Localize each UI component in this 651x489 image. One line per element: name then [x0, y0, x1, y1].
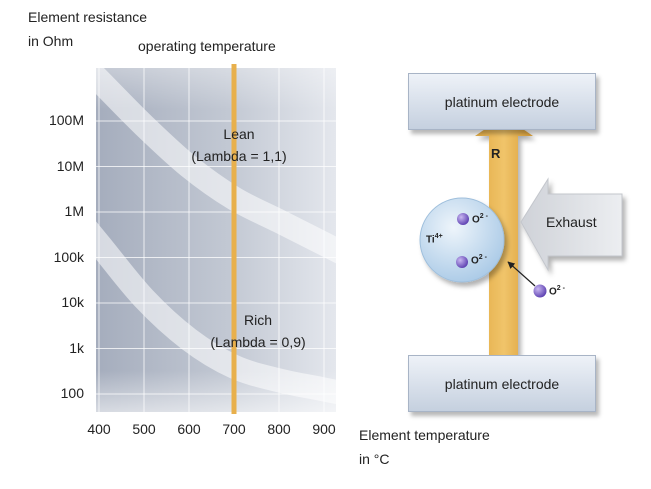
x-tick-label: 700: [222, 421, 246, 437]
x-tick-label: 800: [267, 421, 291, 437]
x-axis-title-line2: in °C: [359, 451, 390, 467]
o-charge-1: 2 -: [479, 213, 488, 220]
o-symbol-2: O: [471, 255, 479, 267]
y-tick-label: 100: [60, 385, 84, 401]
y-tick-label: 100M: [48, 112, 84, 128]
o-symbol-1: O: [472, 214, 480, 226]
x-tick-label: 500: [132, 421, 156, 437]
x-tick-label: 900: [312, 421, 336, 437]
operating-temperature-label: operating temperature: [138, 38, 276, 54]
o-charge-2: 2 -: [478, 254, 487, 261]
y-tick-label: 1k: [69, 339, 84, 356]
oxygen-ion-label-outer: O2 -: [549, 285, 565, 297]
y-tick-label: 1M: [64, 203, 84, 219]
ti-symbol: Ti: [426, 234, 435, 246]
rich-label-line2: (Lambda = 0,9): [210, 334, 306, 350]
y-tick-label: 10M: [56, 157, 84, 174]
lean-label-line1: Lean: [223, 126, 255, 142]
o-symbol-outer: O: [549, 286, 557, 298]
resistance-r-label: R: [491, 146, 501, 161]
lean-label: Lean (Lambda = 1,1): [174, 123, 304, 167]
titanium-ion-label: Ti4+: [426, 233, 443, 245]
y-axis-title-line2: in Ohm: [28, 33, 74, 49]
y-tick-label: 100k: [53, 248, 84, 265]
bottom-platinum-electrode: platinum electrode: [408, 355, 596, 412]
exhaust-label: Exhaust: [546, 214, 597, 230]
tio2-grain: [419, 197, 505, 283]
rich-label-line1: Rich: [243, 312, 272, 328]
exhaust-arrow: [520, 177, 623, 272]
rich-label: Rich (Lambda = 0,9): [193, 309, 323, 353]
y-axis-title-line1: Element resistance: [28, 9, 148, 25]
diffusion-arrow: [507, 261, 536, 287]
y-tick-label: 10k: [61, 294, 84, 310]
x-tick-label: 400: [87, 421, 111, 437]
lean-label-line2: (Lambda = 1,1): [191, 148, 287, 164]
oxygen-ion-outer: [533, 284, 547, 298]
oxygen-ion-label-1: O2 -: [472, 213, 488, 225]
oxygen-ion-inner-2: [456, 256, 468, 268]
x-axis-title-line1: Element temperature: [359, 427, 490, 443]
oxygen-ion-label-2: O2 -: [471, 254, 487, 266]
top-platinum-electrode: platinum electrode: [408, 73, 596, 130]
ti-charge: 4+: [434, 233, 443, 240]
x-tick-label: 600: [177, 421, 201, 437]
oxygen-ion-inner-1: [457, 213, 469, 225]
o-charge-outer: 2 -: [556, 285, 565, 292]
